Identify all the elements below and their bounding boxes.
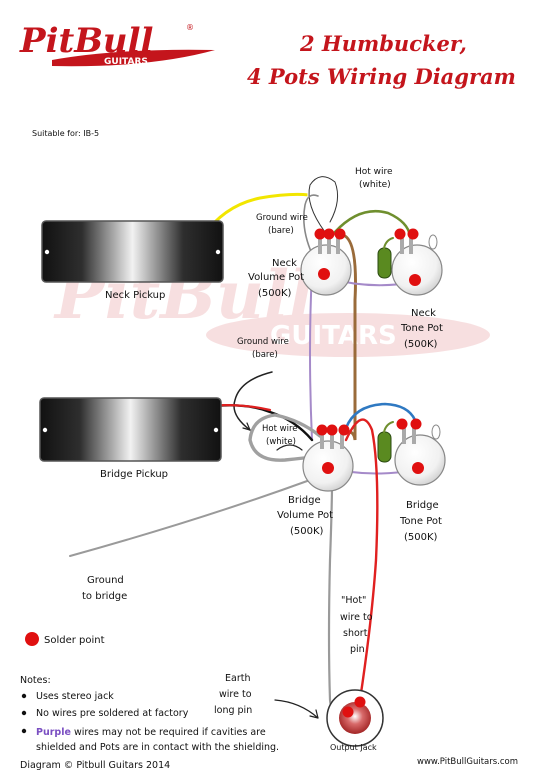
label-ground-wire-mid-bare: (bare) (252, 350, 278, 360)
label-neck-volume-2: Volume Pot (248, 272, 304, 283)
label-ground-wire-top-bare: (bare) (268, 226, 294, 236)
suitable-for: Suitable for: IB-5 (32, 129, 99, 138)
label-bridge-volume-3: (500K) (290, 526, 324, 537)
footer-url: www.PitBullGuitars.com (417, 757, 518, 767)
solder-point (316, 424, 328, 436)
notes: Notes: Uses stereo jack No wires pre sol… (20, 675, 279, 753)
note-item-3: Purple wires may not be required if cavi… (36, 727, 266, 738)
label-earth-1: Earth (225, 673, 250, 684)
solder-point (342, 706, 354, 718)
label-neck-tone-2: Tone Pot (400, 323, 443, 334)
label-hot-wire-top-color: (white) (359, 180, 391, 190)
label-neck-volume-3: (500K) (258, 288, 292, 299)
label-earth-2: wire to (219, 689, 252, 700)
neck-pickup: Neck Pickup (41, 220, 224, 301)
wire-neck-hot-white (308, 176, 339, 233)
neck-capacitor (377, 247, 392, 279)
solder-point (326, 424, 338, 436)
bridge-volume-pot (302, 424, 354, 492)
label-hot-wire-top: Hot wire (355, 167, 393, 177)
label-bridge-tone-3: (500K) (404, 532, 438, 543)
label-hot-wire-mid: Hot wire (262, 424, 297, 434)
neck-pickup-label: Neck Pickup (105, 290, 165, 301)
solder-point (338, 424, 350, 436)
solder-point (409, 274, 421, 286)
label-hot-short-2: wire to (340, 612, 373, 623)
solder-point (354, 696, 366, 708)
solder-point (410, 418, 422, 430)
solder-point (407, 228, 419, 240)
label-bridge-volume-2: Volume Pot (277, 510, 333, 521)
neck-tone-pot (391, 228, 443, 296)
title-line-1: 2 Humbucker, (299, 31, 467, 56)
solder-point (334, 228, 346, 240)
solder-point (318, 268, 330, 280)
note-item-3-line2: shielded and Pots are in contact with th… (36, 742, 279, 753)
label-ground-bridge-2: to bridge (82, 591, 127, 602)
bridge-pickup-label: Bridge Pickup (100, 469, 168, 480)
label-ground-wire-mid: Ground wire (237, 337, 289, 347)
label-bridge-tone-1: Bridge (406, 500, 439, 511)
label-hot-wire-mid-color: (white) (266, 437, 296, 447)
wire-blue (344, 402, 417, 430)
wire-red-jack (344, 418, 379, 702)
title-line-2: 4 Pots Wiring Diagram (247, 64, 516, 89)
label-neck-volume-1: Neck (272, 258, 297, 269)
label-bridge-volume-1: Bridge (288, 495, 321, 506)
wire-ground-bridge (69, 479, 311, 557)
footer-copyright: Diagram © Pitbull Guitars 2014 (20, 760, 170, 771)
solder-legend: Solder point (25, 632, 105, 646)
label-ground-wire-top: Ground wire (256, 213, 308, 223)
neck-volume-pot (300, 228, 352, 296)
note-purple-rest: wires may not be required if cavities ar… (71, 727, 266, 738)
label-hot-short-4: pin (350, 644, 365, 655)
solder-point (322, 462, 334, 474)
label-bridge-tone-2: Tone Pot (399, 516, 442, 527)
solder-point (394, 228, 406, 240)
logo-subtext: GUITARS (104, 57, 148, 67)
label-neck-tone-3: (500K) (404, 339, 438, 350)
note-item-1: Uses stereo jack (36, 691, 114, 702)
logo: PitBull ® GUITARS (19, 21, 215, 67)
label-neck-tone-1: Neck (411, 308, 436, 319)
note-item-2: No wires pre soldered at factory (36, 708, 189, 719)
wire-neck-green (333, 209, 412, 238)
notes-heading: Notes: (20, 675, 51, 686)
solder-point (314, 228, 326, 240)
watermark-subtext: GUITARS (270, 321, 397, 351)
note-purple-word: Purple (36, 727, 71, 738)
label-hot-short-3: short (343, 628, 368, 639)
bridge-pickup: Bridge Pickup (39, 397, 222, 480)
label-hot-short-1: "Hot" (341, 595, 366, 606)
labels: Hot wire (white) Ground wire (bare) Neck… (82, 167, 443, 716)
output-jack-label: Output Jack (330, 743, 377, 752)
wire-neck-ground (303, 194, 319, 263)
bridge-capacitor (377, 431, 392, 463)
label-earth-3: long pin (214, 705, 252, 716)
logo-reg: ® (186, 23, 194, 32)
output-jack: Output Jack (326, 689, 384, 752)
solder-point (396, 418, 408, 430)
wire-bridge-gray (248, 413, 322, 462)
bridge-tone-pot (394, 418, 446, 486)
solder-legend-dot (25, 632, 39, 646)
solder-point (323, 228, 335, 240)
solder-legend-label: Solder point (44, 635, 105, 646)
wire-ground-mid-arrow (233, 371, 273, 431)
solder-point (412, 462, 424, 474)
label-ground-bridge-1: Ground (87, 575, 124, 586)
